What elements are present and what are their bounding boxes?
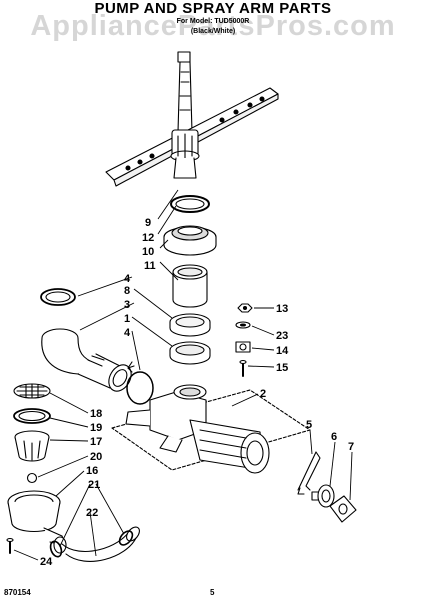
callout-23: 23 xyxy=(276,330,288,342)
part-14-bracket xyxy=(235,341,251,353)
callout-19: 19 xyxy=(90,422,102,434)
part-24-screw xyxy=(6,537,14,554)
callout-14: 14 xyxy=(276,345,289,357)
color-line: (Black/White) xyxy=(190,28,236,35)
model-line: For Model: TUD5000R xyxy=(176,18,250,25)
part-17-filter-cup xyxy=(14,430,50,462)
callout-11: 11 xyxy=(144,260,156,272)
callout-22: 22 xyxy=(86,507,98,519)
part-20-ball xyxy=(26,472,38,484)
callout-24: 24 xyxy=(40,556,53,568)
part-6-grommet xyxy=(311,484,335,508)
callout-5: 5 xyxy=(306,419,312,431)
part-15-screw xyxy=(239,359,247,377)
callout-12: 12 xyxy=(142,232,154,244)
part-12-ring xyxy=(170,195,210,213)
watermark: AppliancePartsPros.com xyxy=(30,10,396,42)
part-2-pump-motor xyxy=(111,384,311,474)
callout-2: 2 xyxy=(260,388,266,400)
callout-21: 21 xyxy=(88,479,100,491)
page-title: PUMP AND SPRAY ARM PARTS xyxy=(94,0,332,17)
part-23-washer xyxy=(235,321,251,329)
callout-8: 8 xyxy=(124,285,130,297)
part-7-seal xyxy=(329,495,357,523)
footer-code: 870154 xyxy=(4,588,31,597)
part-18-grate xyxy=(13,383,51,399)
callout-13: 13 xyxy=(276,303,288,315)
spray-arm-assembly xyxy=(105,51,279,187)
callout-6: 6 xyxy=(331,431,337,443)
part-16-housing xyxy=(7,490,67,554)
part-8-ring xyxy=(169,313,211,337)
part-13-nut xyxy=(237,303,253,313)
leader-lines xyxy=(13,189,353,561)
callout-18: 18 xyxy=(90,408,102,420)
part-22-drain-hose xyxy=(61,526,140,562)
callout-4-upper: 4 xyxy=(124,273,131,285)
part-11-cylinder xyxy=(172,264,208,308)
callout-9: 9 xyxy=(145,217,151,229)
callout-16: 16 xyxy=(86,465,98,477)
callout-7: 7 xyxy=(348,441,354,453)
part-21-hose-clamps xyxy=(49,530,134,558)
part-10-housing xyxy=(163,225,217,256)
part-4-gasket-upper xyxy=(40,288,76,306)
callout-15: 15 xyxy=(276,362,288,374)
callout-20: 20 xyxy=(90,451,102,463)
callout-3: 3 xyxy=(124,299,130,311)
part-3-elbow-hose xyxy=(41,328,132,392)
callout-17: 17 xyxy=(90,436,102,448)
callout-1: 1 xyxy=(124,313,130,325)
part-5-wire-clip xyxy=(297,451,321,495)
footer-page-number: 5 xyxy=(210,588,215,597)
callout-10: 10 xyxy=(142,246,154,258)
part-1-ring xyxy=(169,341,211,365)
callout-4-lower: 4 xyxy=(124,327,131,339)
part-4-clamp-lower xyxy=(126,361,154,405)
part-19-ring xyxy=(13,408,51,424)
